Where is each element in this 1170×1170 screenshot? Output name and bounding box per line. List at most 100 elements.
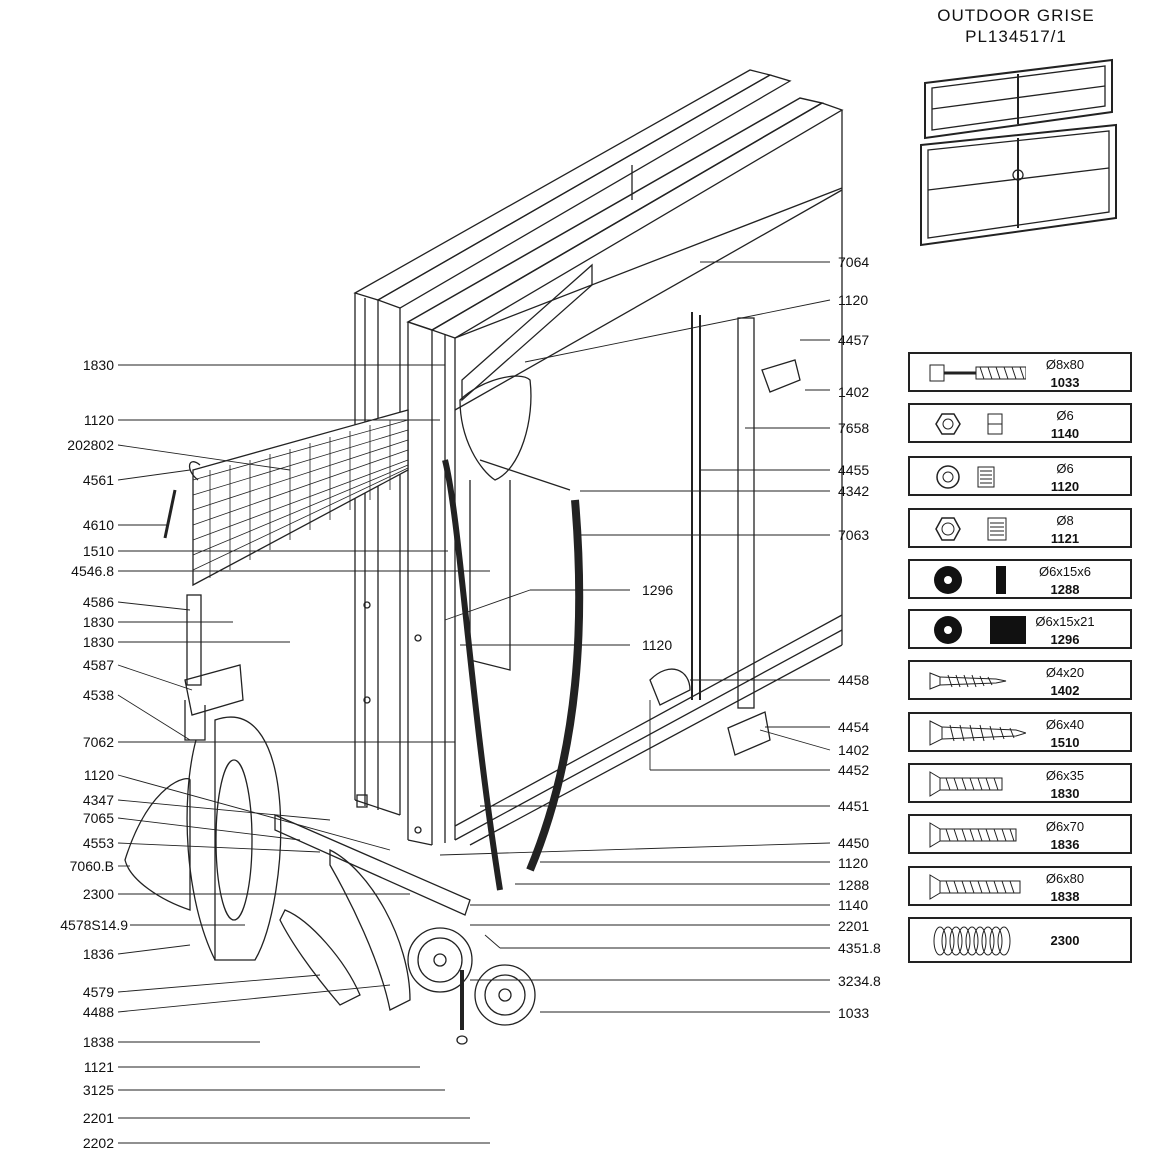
- lock-nut-icon: [935, 517, 1007, 541]
- leader-lines: [117, 261, 831, 1144]
- callout-4342: 4342: [838, 483, 870, 499]
- hardware-dimension: Ø6x15x21: [1035, 614, 1095, 629]
- hardware-code: 1296: [1050, 632, 1080, 647]
- callout-4450: 4450: [838, 835, 870, 851]
- callout-3234-8: 3234.8: [838, 973, 881, 989]
- machine-screw-icon: [929, 822, 1017, 848]
- hardware-dimension: Ø8: [1056, 513, 1074, 528]
- callout-7062: 7062: [82, 734, 114, 750]
- hardware-dimension: Ø8x80: [1045, 357, 1085, 372]
- hardware-code: 1838: [1050, 889, 1080, 904]
- callout-1033: 1033: [838, 1005, 870, 1021]
- callout-7065: 7065: [82, 810, 114, 826]
- nut-icon: [935, 413, 1003, 435]
- spacer-icon: [934, 616, 1026, 644]
- machine-screw-icon: [929, 874, 1021, 900]
- callout-4538: 4538: [82, 687, 114, 703]
- callout-4458: 4458: [838, 672, 870, 688]
- hardware-row-1838: Ø6x80 1838: [908, 866, 1132, 906]
- callout-4347: 4347: [82, 792, 114, 808]
- callout-1140: 1140: [838, 897, 869, 913]
- hardware-row-1402: Ø4x20 1402: [908, 660, 1132, 700]
- wood-screw-icon: [929, 720, 1026, 746]
- callout-4455: 4455: [838, 462, 870, 478]
- hardware-code: 1836: [1050, 837, 1080, 852]
- folded-table-thumbnail: [920, 58, 1117, 247]
- leg-frame: [124, 375, 584, 1011]
- callout-4351-8: 4351.8: [838, 940, 881, 956]
- callout-7064: 7064: [838, 254, 870, 270]
- hardware-code: 1033: [1050, 375, 1080, 390]
- callout-7060-b: 7060.B: [69, 858, 114, 874]
- hardware-dimension: Ø4x20: [1045, 665, 1085, 680]
- hardware-row-1120: Ø6 1120: [908, 456, 1132, 496]
- machine-screw-icon: [929, 771, 1003, 797]
- hardware-row-1121: Ø8 1121: [908, 508, 1132, 548]
- callout-1830-c: 1830: [82, 634, 114, 650]
- hardware-code: 1288: [1050, 582, 1080, 597]
- hardware-row-2300: 2300: [908, 917, 1132, 963]
- wood-screw-icon: [929, 672, 1007, 690]
- washer-icon: [934, 566, 1006, 594]
- callout-1120-b: 1120: [83, 767, 114, 783]
- callout-4452: 4452: [838, 762, 870, 778]
- callout-4561: 4561: [82, 472, 114, 488]
- callout-1830-b: 1830: [82, 614, 114, 630]
- callout-202802: 202802: [67, 437, 114, 453]
- callout-1121: 1121: [83, 1059, 114, 1075]
- net-post: [184, 594, 244, 741]
- hardware-dimension: Ø6: [1056, 408, 1074, 423]
- callout-4578s14-9: 4578S14.9: [60, 917, 128, 933]
- callout-4457: 4457: [838, 332, 870, 348]
- hardware-dimension: Ø6x80: [1045, 871, 1085, 886]
- callout-2202: 2202: [82, 1135, 114, 1151]
- callout-2300: 2300: [82, 886, 114, 902]
- lock-nut-icon: [936, 465, 995, 489]
- hardware-code: 1830: [1050, 786, 1080, 801]
- callout-1402: 1402: [838, 384, 870, 400]
- callout-4488: 4488: [82, 1004, 114, 1020]
- table-half-panel: [356, 97, 844, 846]
- hardware-dimension: Ø6: [1056, 461, 1074, 476]
- callout-4451: 4451: [838, 798, 870, 814]
- locking-bar: [649, 312, 801, 756]
- callout-1288: 1288: [838, 877, 870, 893]
- hardware-row-1288: Ø6x15x6 1288: [908, 559, 1132, 599]
- callout-1120-low: 1120: [838, 855, 869, 871]
- hardware-code: 1402: [1050, 683, 1080, 698]
- model-name: OUTDOOR GRISE: [937, 6, 1095, 25]
- callout-1838: 1838: [82, 1034, 114, 1050]
- hardware-dimension: Ø6x35: [1045, 768, 1085, 783]
- callout-7658: 7658: [838, 420, 870, 436]
- hardware-code: 1121: [1050, 531, 1080, 546]
- hardware-code: 2300: [1050, 933, 1080, 948]
- callout-4579: 4579: [82, 984, 114, 1000]
- callout-1296: 1296: [642, 582, 674, 598]
- hardware-row-1836: Ø6x70 1836: [908, 814, 1132, 854]
- callout-4587: 4587: [82, 657, 114, 673]
- callout-1830: 1830: [82, 357, 114, 373]
- callout-1120: 1120: [83, 412, 114, 428]
- callout-4454: 4454: [838, 719, 870, 735]
- hardware-row-1296: Ø6x15x21 1296: [908, 609, 1132, 649]
- callout-4553: 4553: [82, 835, 114, 851]
- hardware-code: 1140: [1050, 426, 1080, 441]
- hardware-dimension: Ø6x70: [1045, 819, 1085, 834]
- callout-1120-mid: 1120: [642, 637, 673, 653]
- callout-4546-8: 4546.8: [71, 563, 114, 579]
- wheels: [407, 927, 536, 1045]
- hardware-row-1140: Ø6 1140: [908, 403, 1132, 443]
- hardware-row-1510: Ø6x40 1510: [908, 712, 1132, 752]
- hardware-dimension: Ø6x40: [1045, 717, 1085, 732]
- hardware-row-1033: Ø8x80 1033: [908, 352, 1132, 392]
- net: [163, 409, 409, 587]
- callout-7063: 7063: [838, 527, 870, 543]
- spring-icon: [933, 926, 1011, 956]
- callout-2201: 2201: [82, 1110, 114, 1126]
- callout-4610: 4610: [82, 517, 114, 533]
- hardware-dimension: Ø6x15x6: [1038, 564, 1092, 579]
- hardware-code: 1120: [1050, 479, 1080, 494]
- bolt-icon: [929, 364, 1026, 382]
